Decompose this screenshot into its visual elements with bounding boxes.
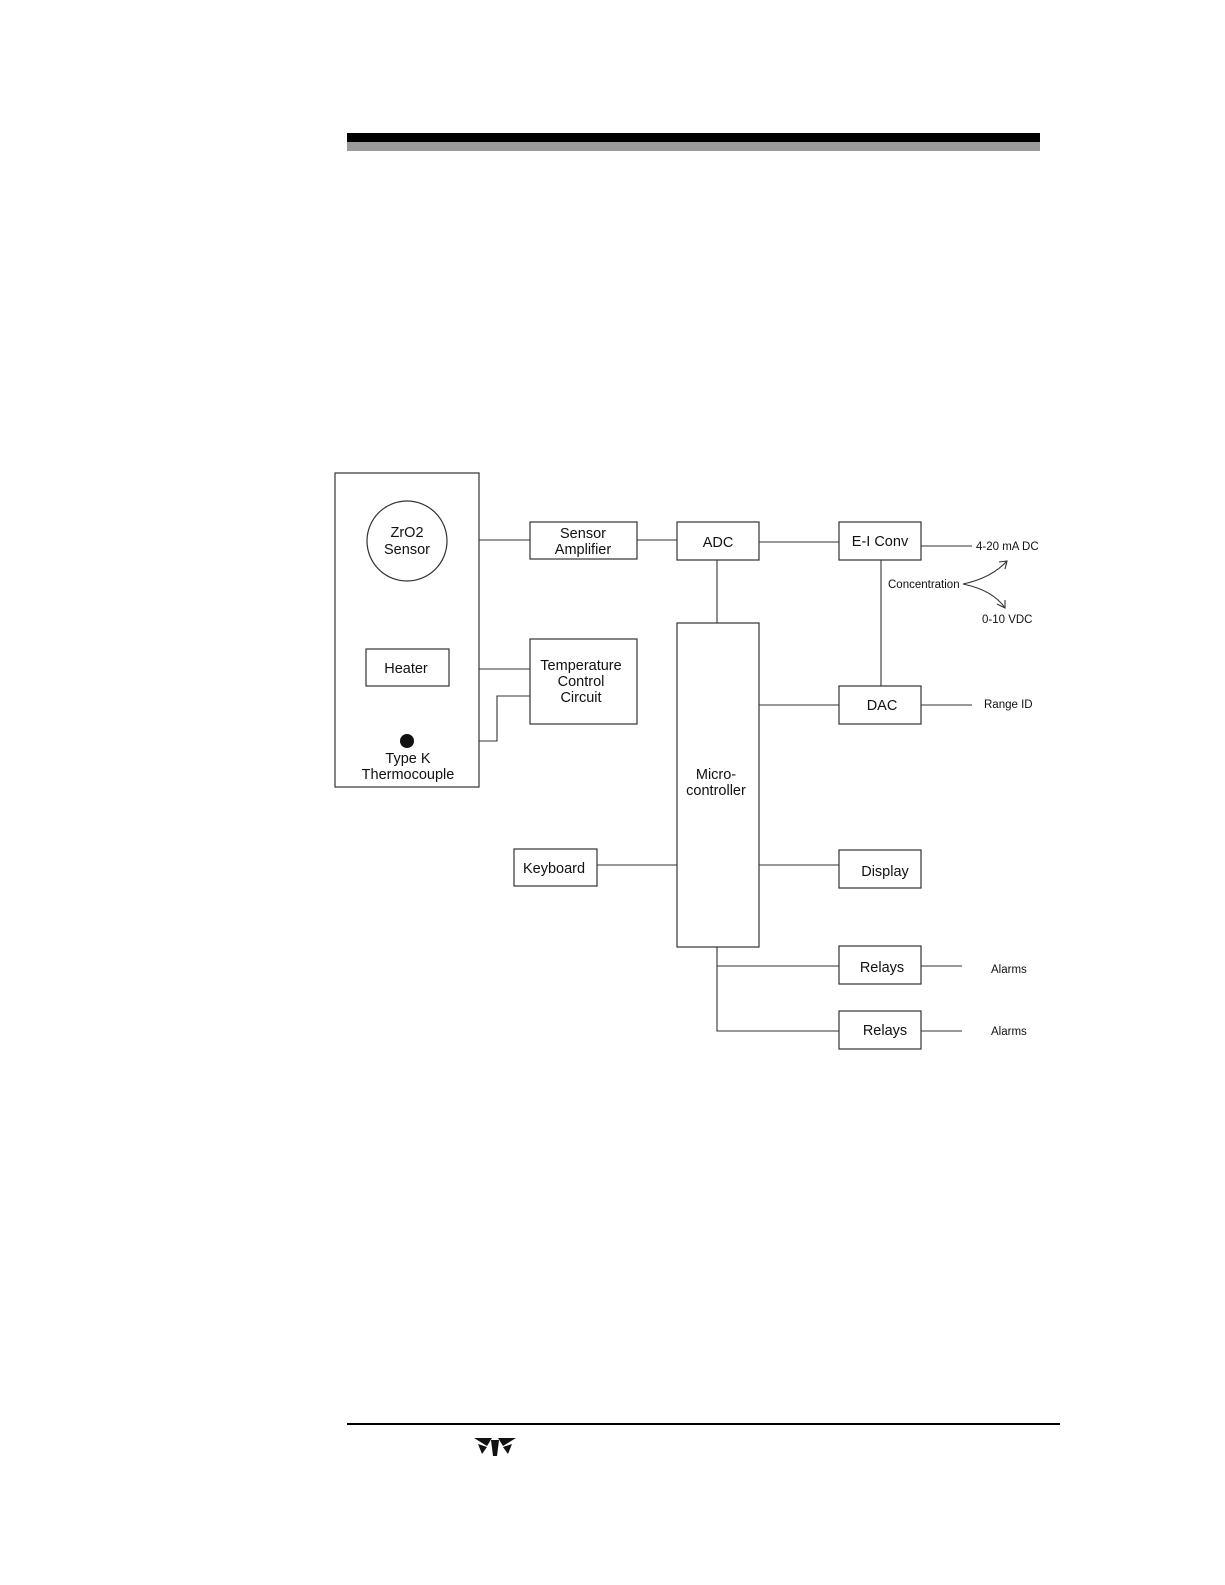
adc-label: ADC <box>703 535 734 551</box>
relays-label-2: Relays <box>863 1023 907 1039</box>
zro2-sensor-label-2: Sensor <box>384 542 430 558</box>
sensor-amplifier-label-1: Sensor <box>560 526 606 542</box>
sensor-amplifier-block: Sensor Amplifier <box>530 522 637 559</box>
thermocouple-label-1: Type K <box>385 751 430 767</box>
relays-block-1: Relays <box>839 946 921 984</box>
temperature-control-label-1: Temperature <box>540 658 621 674</box>
sensor-amplifier-label-2: Amplifier <box>555 542 612 558</box>
concentration-split-arrows <box>963 561 1007 608</box>
relays-block-2: Relays <box>839 1011 921 1049</box>
microcontroller-label-2: controller <box>686 783 746 799</box>
dac-block: DAC <box>839 686 921 724</box>
teledyne-logo-icon <box>472 1436 518 1458</box>
heater-block: Heater <box>366 649 449 686</box>
relays-label-1: Relays <box>860 960 904 976</box>
keyboard-label: Keyboard <box>523 861 585 877</box>
alarms-label-2: Alarms <box>991 1026 1027 1038</box>
adc-block: ADC <box>677 522 759 560</box>
temperature-control-label-3: Circuit <box>560 690 601 706</box>
microcontroller-block: Micro- controller <box>677 623 759 947</box>
footer-rule <box>347 1423 1060 1425</box>
alarms-label-1: Alarms <box>991 964 1027 976</box>
display-block: Display <box>839 850 921 888</box>
thermocouple-junction-icon <box>400 734 414 748</box>
voltage-output-label: 0-10 VDC <box>982 614 1033 626</box>
microcontroller-label-1: Micro- <box>696 767 736 783</box>
keyboard-block: Keyboard <box>514 849 597 886</box>
temperature-control-label-2: Control <box>558 674 605 690</box>
thermocouple-label-2: Thermocouple <box>362 767 455 783</box>
display-label: Display <box>861 864 909 880</box>
zro2-sensor-block: ZrO2 Sensor <box>367 501 447 581</box>
zro2-sensor-label-1: ZrO2 <box>390 525 423 541</box>
temperature-control-block: Temperature Control Circuit <box>530 639 637 724</box>
ei-converter-label: E-I Conv <box>852 534 909 550</box>
concentration-label: Concentration <box>888 579 960 591</box>
range-id-label: Range ID <box>984 699 1033 711</box>
current-output-label: 4-20 mA DC <box>976 541 1039 553</box>
dac-label: DAC <box>867 698 898 714</box>
heater-label: Heater <box>384 661 428 677</box>
ei-converter-block: E-I Conv <box>839 522 921 560</box>
